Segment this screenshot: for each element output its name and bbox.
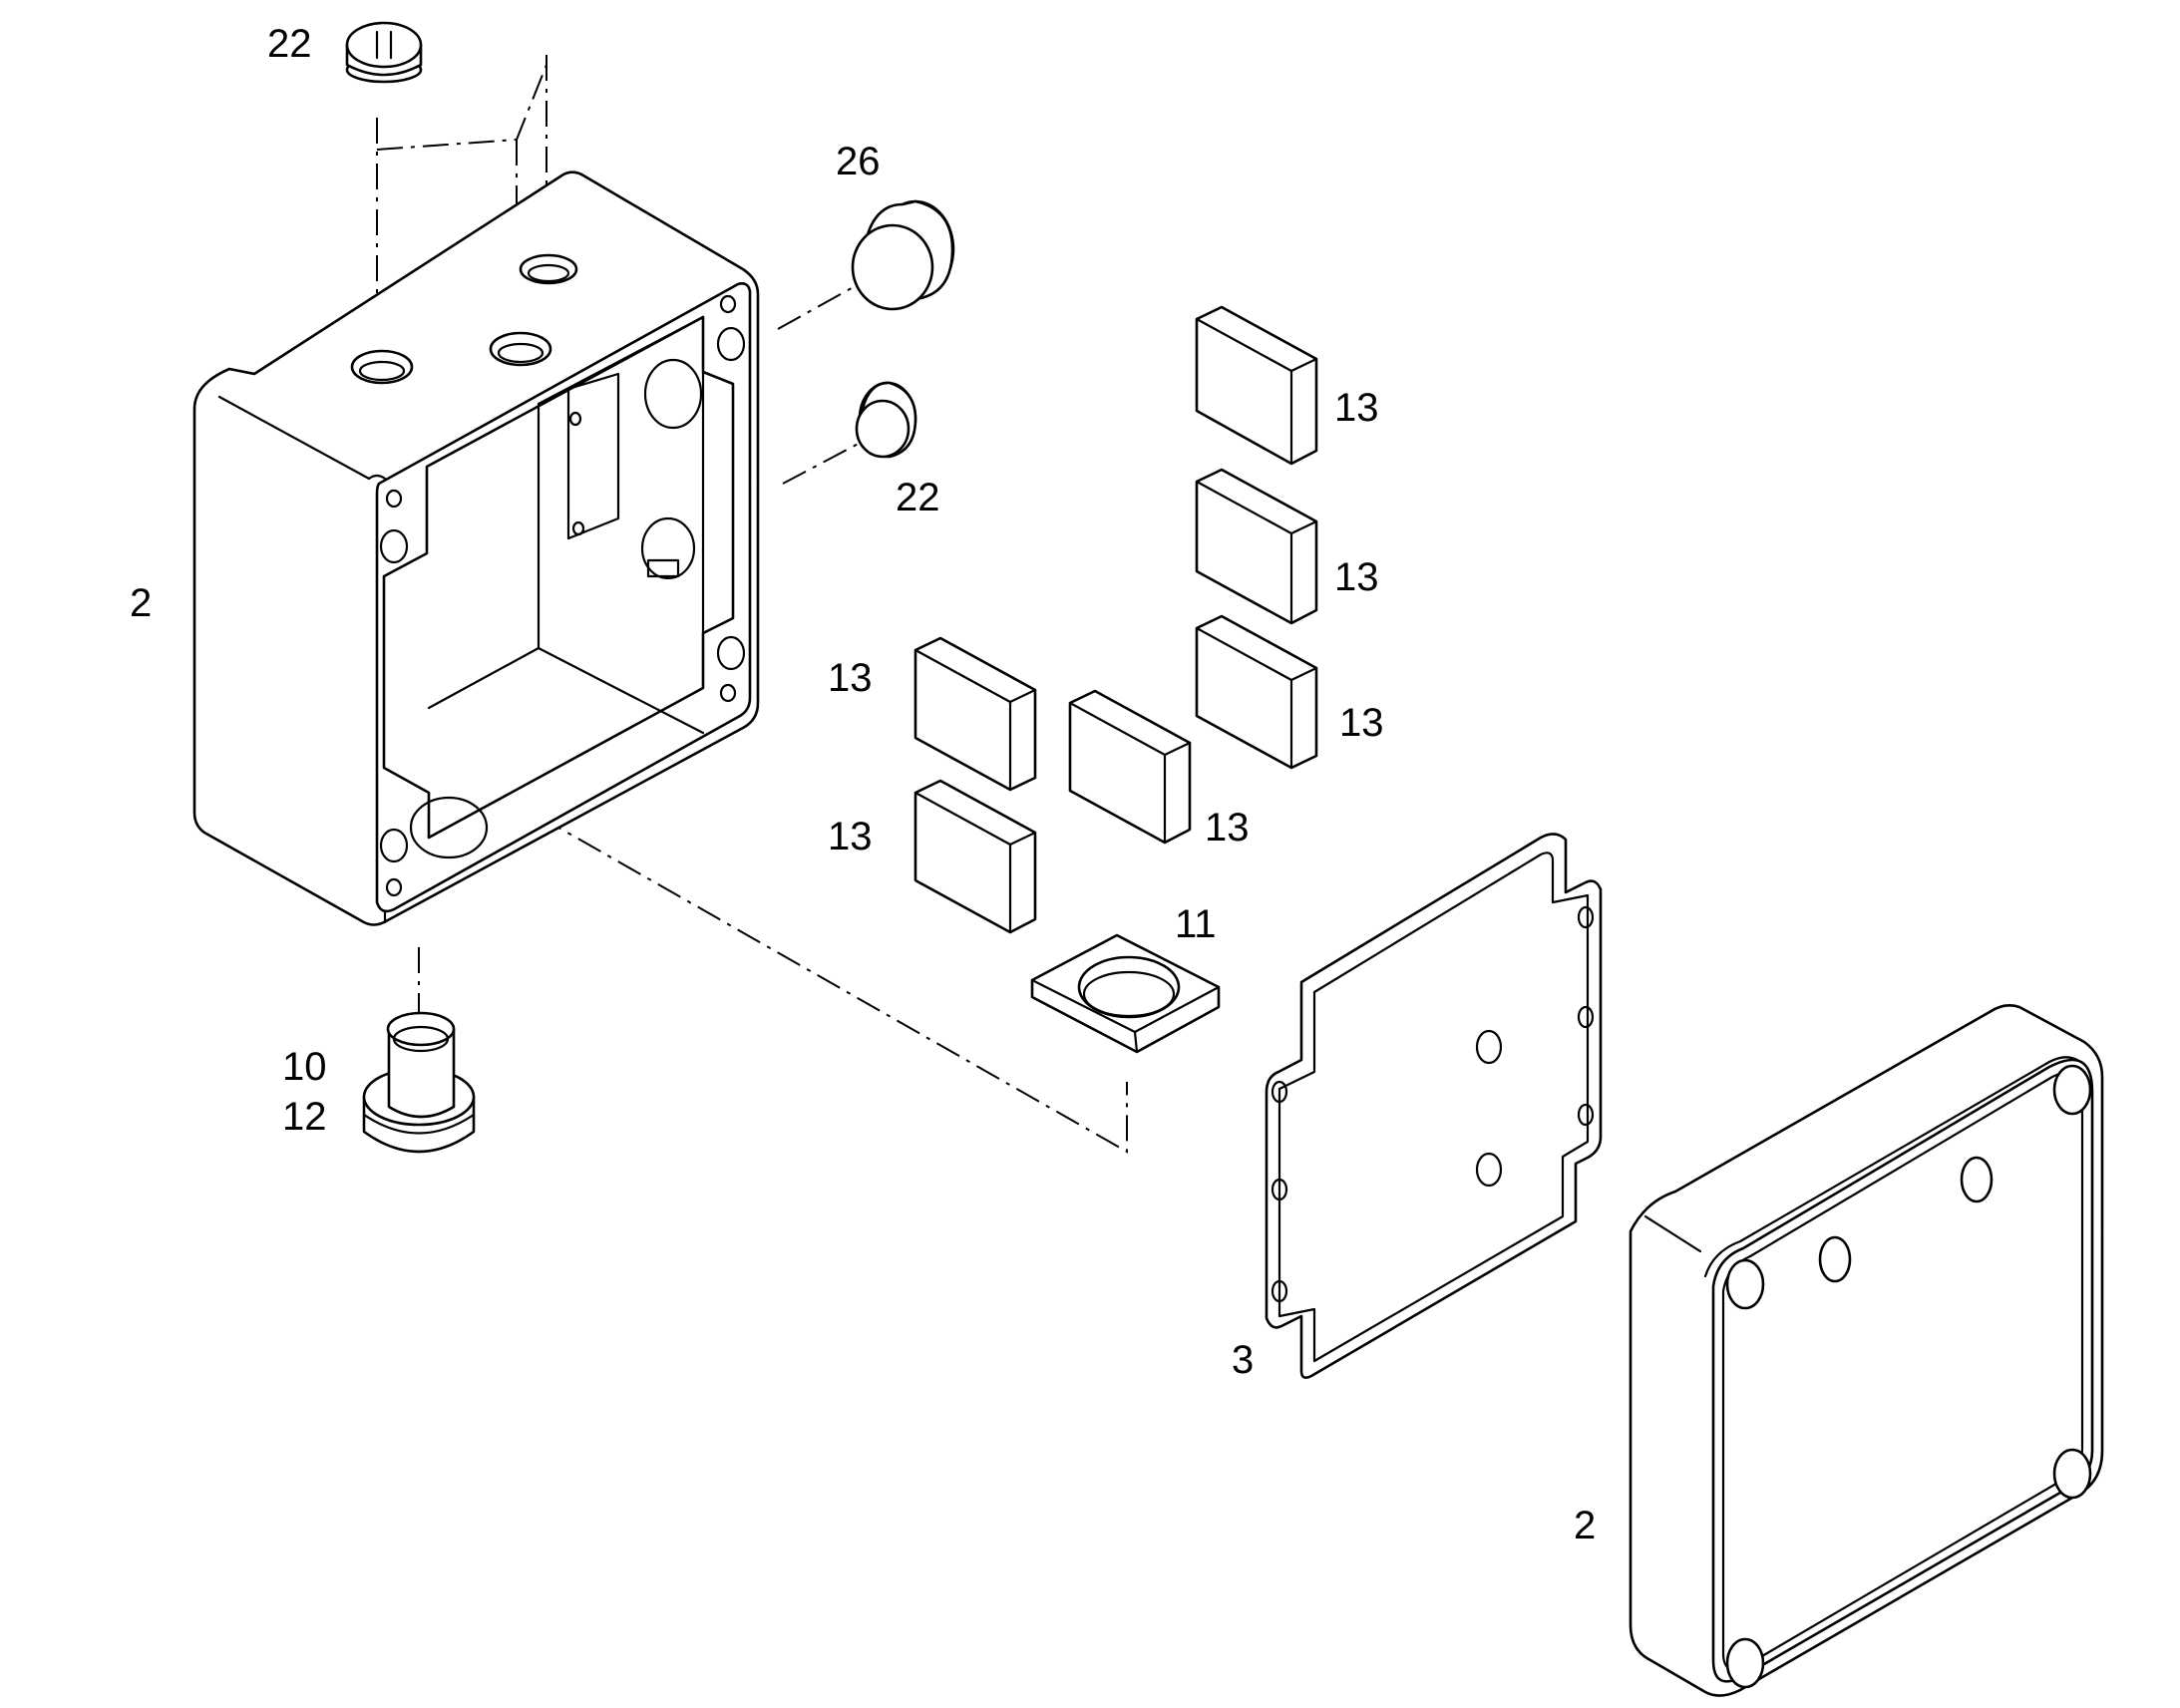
square-nut-11 [1030,933,1221,1054]
callout-13-f: 13 [828,815,873,858]
magnet-block-6 [913,779,1037,934]
plug-22-side [855,381,917,459]
magnet-block-1 [1195,305,1318,466]
callout-2-lid: 2 [1574,1504,1596,1547]
callout-26: 26 [836,140,881,183]
callout-11: 11 [1175,902,1217,946]
magnet-block-2 [1195,468,1318,625]
plug-22-top [345,21,423,84]
enclosure-lid [1629,1004,2104,1697]
callout-13-b: 13 [1334,555,1379,599]
cable-gland-10-12 [362,1011,476,1154]
callout-13-d: 13 [828,656,873,700]
leader-top-plug-join [376,64,547,151]
callout-22-top: 22 [267,22,312,66]
leader-plug-22-side [782,438,869,485]
callout-12: 12 [282,1095,327,1139]
magnet-block-4 [913,636,1037,792]
magnet-block-5 [1068,689,1192,845]
magnet-block-3 [1195,614,1318,770]
gasket-3 [1265,833,1603,1379]
callout-13-c: 13 [1339,701,1384,745]
leader-diagonal-to-nut [418,747,1128,1154]
callout-2-box: 2 [130,581,152,625]
enclosure-box [192,171,760,926]
callout-labels: 22 26 22 2 13 13 13 13 13 13 11 10 12 3 … [130,22,1596,1547]
callout-10: 10 [282,1045,327,1089]
callout-13-a: 13 [1334,386,1379,430]
plug-26 [851,199,955,311]
leader-plug-26 [777,278,869,330]
callout-3: 3 [1232,1338,1254,1382]
callout-22-side: 22 [896,476,940,519]
callout-13-e: 13 [1205,806,1250,850]
